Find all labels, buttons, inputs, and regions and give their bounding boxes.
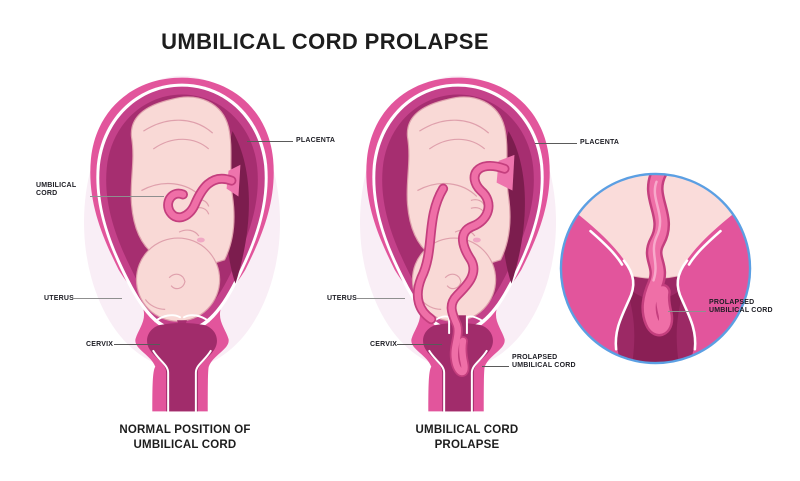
leader-line [90,196,164,197]
label-cervix-prolapse: CERVIX [370,341,398,348]
prolapsed-umbilical-cord-shape [412,160,510,377]
prolapsed-cord-closeup [641,173,674,337]
label-uterus-normal: UTERUS [44,295,74,302]
leader-line [397,344,442,345]
label-placenta-prolapse: PLACENTA [580,139,620,146]
label-umbilical-cord: UMBILICAL CORD [36,182,77,198]
leader-line [247,141,293,142]
canal-wall-highlights [152,314,212,413]
leader-line [482,366,509,367]
leader-line [356,298,405,299]
label-prolapsed-cord-inset: PROLAPSED UMBILICAL CORD [709,299,773,315]
leader-line [114,344,160,345]
umbilical-cord-shape [163,173,237,223]
page-title: UMBILICAL CORD PROLAPSE [161,29,489,54]
caption-normal: NORMAL POSITION OF UMBILICAL CORD [119,424,251,451]
cervix-wall-highlights [589,229,722,351]
leader-line [72,298,122,299]
vaginal-canal [147,322,217,412]
fetus-figure [130,96,235,322]
uterus-illustration-prolapse [360,75,557,413]
inset-ring [559,172,752,365]
label-cervix-normal: CERVIX [86,341,114,348]
label-uterus-prolapse: UTERUS [327,295,357,302]
leader-line [535,143,577,144]
uterus-illustration-normal [84,75,281,413]
label-placenta-normal: PLACENTA [296,137,336,144]
caption-prolapse: UMBILICAL CORD PROLAPSE [415,424,519,451]
leader-line [668,311,706,312]
inset-closeup-circle [559,172,752,365]
label-prolapsed-cord: PROLAPSED UMBILICAL CORD [512,354,576,370]
